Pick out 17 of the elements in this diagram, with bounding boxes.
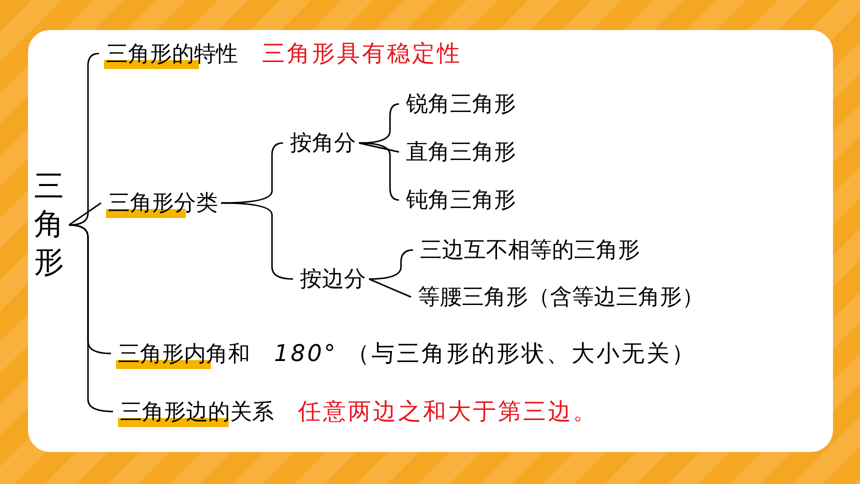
topic-label: 三角形 xyxy=(33,168,65,282)
branch-label: 锐角三角形 xyxy=(405,91,517,119)
brace-line xyxy=(358,142,400,153)
branch-label: 直角三角形 xyxy=(405,139,517,167)
note-text: 180° （与三角形的形状、大小无关） xyxy=(274,340,697,369)
brace-line xyxy=(368,278,412,298)
branch-label: 钝角三角形 xyxy=(405,187,517,215)
brace-line xyxy=(221,202,294,280)
branch-label: 等腰三角形（含等边三角形） xyxy=(417,284,705,312)
branch-label: 按角分 xyxy=(289,130,357,158)
note-text: 三角形具有稳定性 xyxy=(262,40,462,69)
brace-line xyxy=(68,224,114,412)
note-text: 任意两边之和大于第三边。 xyxy=(298,398,598,427)
branch-label: 按边分 xyxy=(299,266,367,294)
brace-line xyxy=(368,249,414,280)
branch-label: 三边互不相等的三角形 xyxy=(419,237,641,265)
brace-line xyxy=(68,202,102,226)
